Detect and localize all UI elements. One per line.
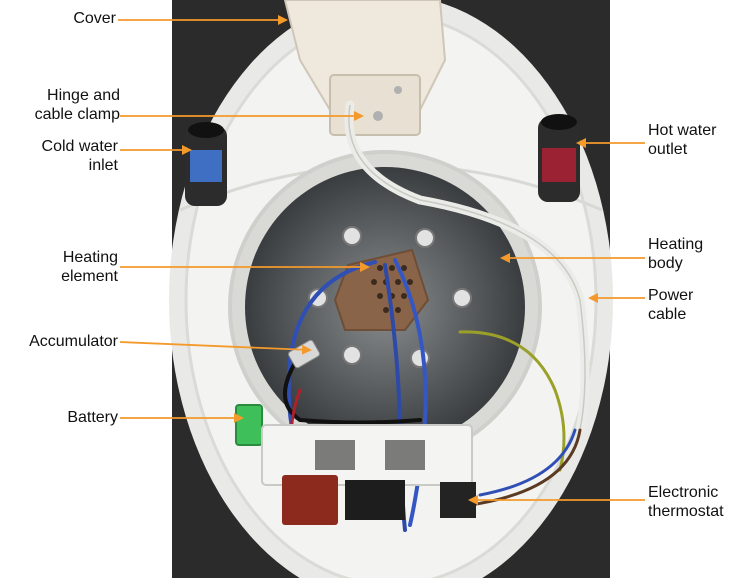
label-cold-water-inlet: Cold water inlet: [10, 137, 118, 175]
label-cold-water-line2: inlet: [88, 157, 118, 174]
label-power-cable: Power cable: [648, 286, 738, 324]
label-hot-water-line2: outlet: [648, 141, 688, 158]
label-power-cable-line1: Power: [648, 287, 694, 304]
label-hinge-and-cable-clamp: Hinge and cable clamp: [10, 86, 120, 124]
label-electronic-thermostat: Electronic thermostat: [648, 483, 740, 521]
label-cold-water-line1: Cold water: [41, 138, 118, 155]
label-battery: Battery: [10, 408, 118, 427]
label-heating-body-line2: body: [648, 255, 683, 272]
leader-lines: [118, 15, 645, 505]
label-heating-body-line1: Heating: [648, 236, 704, 253]
label-cover-line1: Cover: [73, 10, 116, 27]
label-battery-line1: Battery: [67, 409, 118, 426]
label-accumulator-line1: Accumulator: [29, 333, 118, 350]
battery: [235, 404, 263, 446]
label-heating-body: Heating body: [648, 235, 738, 273]
heating-element: [333, 248, 430, 331]
label-accumulator: Accumulator: [4, 332, 118, 351]
label-hinge-line2: cable clamp: [34, 106, 120, 123]
label-heating-element-line2: element: [61, 268, 118, 285]
label-power-cable-line2: cable: [648, 306, 687, 323]
hot-water-pipe: [538, 114, 580, 202]
label-heating-element-line1: Heating: [62, 249, 118, 266]
electronic-thermostat: [261, 424, 476, 525]
cold-water-pipe: [185, 122, 227, 206]
label-thermostat-line1: Electronic: [648, 484, 719, 501]
label-cover: Cover: [10, 9, 116, 28]
label-heating-element: Heating element: [10, 248, 118, 286]
label-thermostat-line2: thermostat: [648, 503, 724, 520]
label-hot-water-outlet: Hot water outlet: [648, 121, 738, 159]
arrow-accumulator: [119, 341, 312, 355]
label-hot-water-line1: Hot water: [648, 122, 717, 139]
label-hinge-line1: Hinge and: [47, 87, 120, 104]
